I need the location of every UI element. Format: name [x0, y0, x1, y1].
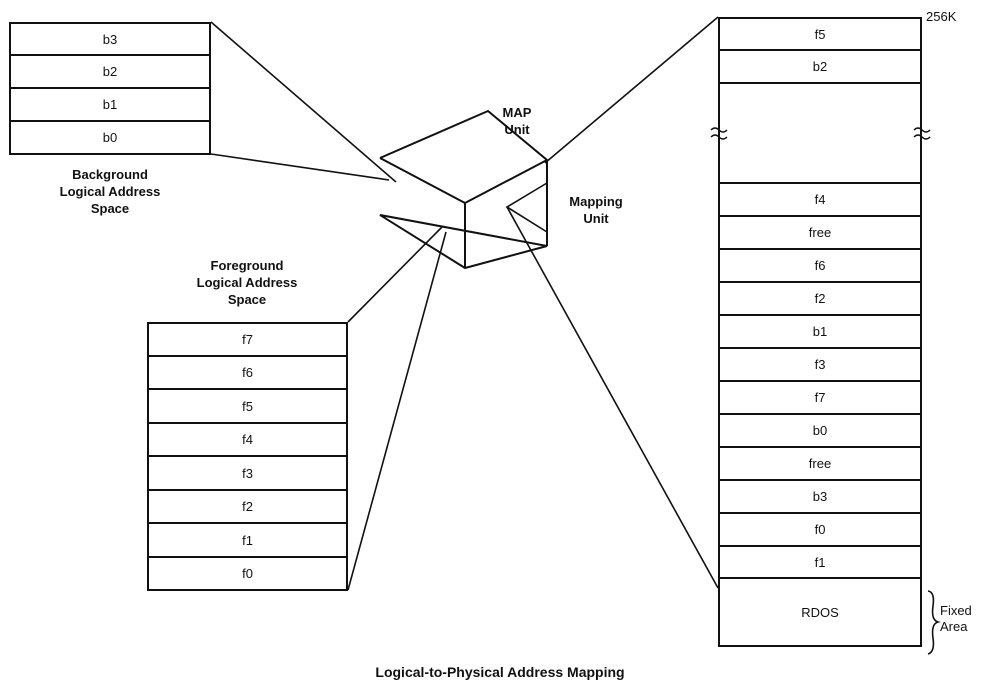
foreground-heading: Foreground Logical Address Space: [196, 258, 298, 307]
mapping-unit-label: Mapping Unit: [569, 194, 623, 226]
physical-block: f2: [718, 283, 922, 316]
physical-block: f1: [718, 547, 922, 579]
physical-block: f0: [718, 514, 922, 547]
map-cube: [379, 109, 548, 270]
mapping-unit-notch: [505, 182, 548, 233]
physical-block: f7: [718, 382, 922, 415]
foreground-address-space: f7 f6 f5 f4 f3 f2 f1 f0: [147, 322, 348, 591]
physical-block: b1: [718, 316, 922, 349]
connector-line: [347, 225, 444, 323]
foreground-block: f7: [147, 322, 348, 357]
background-address-space: b3 b2 b1 b0: [9, 22, 211, 155]
background-block: b3: [9, 22, 211, 56]
memory-top-label: 256K: [926, 9, 957, 24]
physical-block: b0: [718, 415, 922, 448]
physical-memory: f5 b2 f4 free f6 f2 b1 f3 f7 b0 free b3 …: [718, 17, 922, 647]
foreground-block: f2: [147, 491, 348, 524]
foreground-block: f4: [147, 424, 348, 457]
connector-line: [544, 16, 719, 164]
foreground-block: f5: [147, 390, 348, 424]
fixed-area-label: Fixed Area: [940, 603, 972, 634]
physical-block: f4: [718, 184, 922, 217]
figure-caption: Logical-to-Physical Address Mapping: [375, 664, 625, 680]
rdos-block: RDOS: [718, 579, 922, 647]
background-block: b1: [9, 89, 211, 122]
fixed-area-brace: [927, 590, 941, 655]
physical-block: b2: [718, 51, 922, 84]
connector-line: [210, 153, 390, 181]
background-heading: Background Logical Address Space: [59, 167, 161, 216]
foreground-block: f6: [147, 357, 348, 390]
physical-gap-block: [718, 84, 922, 184]
physical-block: free: [718, 217, 922, 250]
connector-line: [347, 231, 447, 591]
physical-block: b3: [718, 481, 922, 514]
physical-block: f6: [718, 250, 922, 283]
map-unit-label: MAP Unit: [502, 105, 532, 137]
physical-block: f5: [718, 17, 922, 51]
foreground-block: f3: [147, 457, 348, 491]
foreground-block: f0: [147, 558, 348, 591]
break-marks: [710, 127, 931, 140]
physical-block: free: [718, 448, 922, 481]
connector-line: [210, 21, 397, 183]
background-block: b2: [9, 56, 211, 89]
foreground-block: f1: [147, 524, 348, 558]
background-block: b0: [9, 122, 211, 155]
physical-block: f3: [718, 349, 922, 382]
connector-line: [506, 206, 719, 589]
